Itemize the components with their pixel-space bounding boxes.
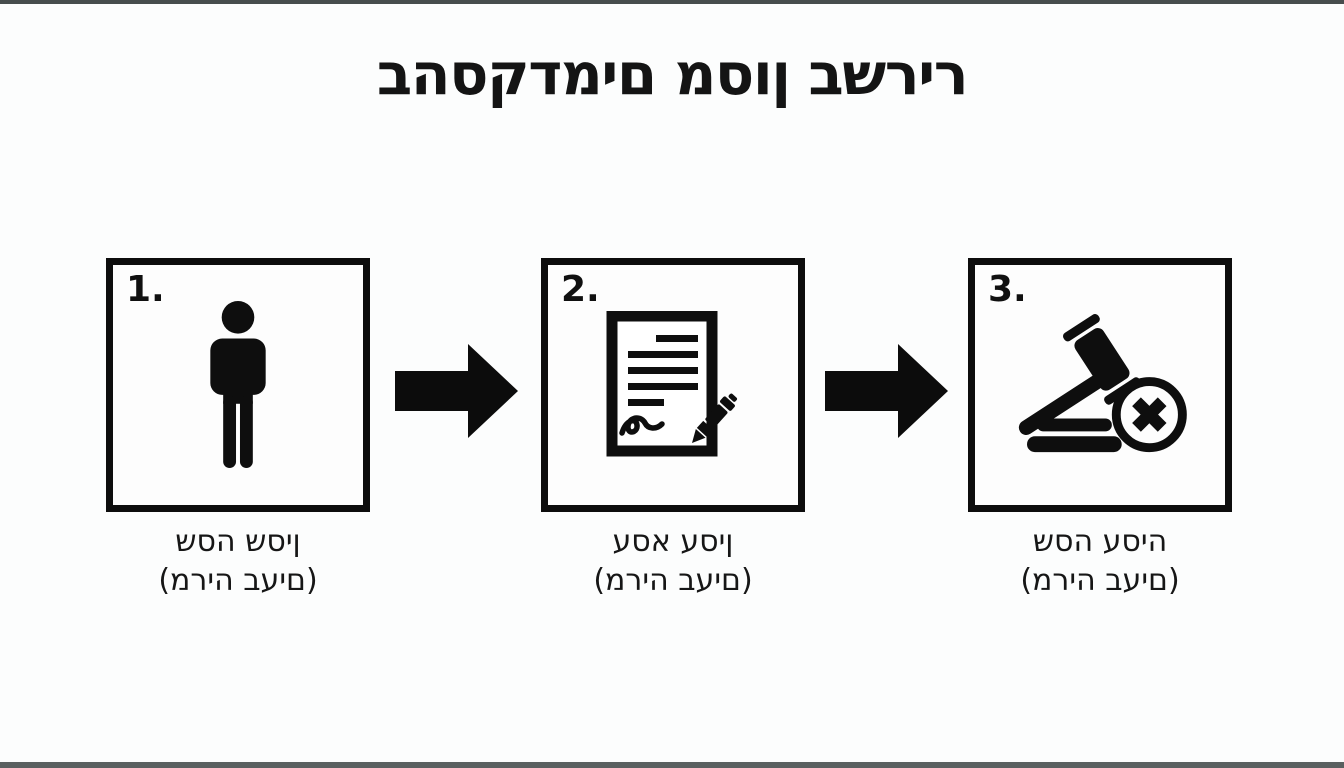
step-3-caption-line-1: שסה עסיה xyxy=(1032,524,1168,559)
step-1-caption: שסה שסין (מריה בעים) xyxy=(106,522,370,600)
step-2-caption-line-2: (מריה בעים) xyxy=(593,563,753,598)
bottom-border-strip xyxy=(0,762,1344,768)
step-2-caption: עסא עסין (מריה בעים) xyxy=(541,522,805,600)
step-2-box: 2. xyxy=(541,258,805,512)
step-1-caption-line-2: (מריה בעים) xyxy=(158,563,318,598)
step-1: 1. שסה שסין (מריה בעים) xyxy=(106,258,370,600)
signed-document-icon xyxy=(606,311,737,457)
person-icon xyxy=(210,300,266,469)
arrow-right-icon xyxy=(825,344,948,438)
step-3-box: 3. xyxy=(968,258,1232,512)
step-2-number: 2. xyxy=(561,269,600,310)
step-3-caption-line-2: (מריה בעים) xyxy=(1020,563,1180,598)
top-border-strip xyxy=(0,0,1344,4)
step-1-box: 1. xyxy=(106,258,370,512)
step-1-caption-line-1: שסה שסין xyxy=(175,524,301,559)
step-2-caption-line-1: עסא עסין xyxy=(612,524,734,559)
arrow-right-icon xyxy=(395,344,518,438)
step-3: 3. שסה עסיה (מריה בעים) xyxy=(968,258,1232,600)
step-3-caption: שסה עסיה (מריה בעים) xyxy=(968,522,1232,600)
gavel-cancel-icon xyxy=(1018,314,1187,453)
step-2: 2. עסא עסין (מריה בעים) xyxy=(541,258,805,600)
step-1-number: 1. xyxy=(126,269,165,310)
step-3-number: 3. xyxy=(988,269,1027,310)
diagram-title: בהסקדמים מסון בשריר xyxy=(376,40,969,108)
